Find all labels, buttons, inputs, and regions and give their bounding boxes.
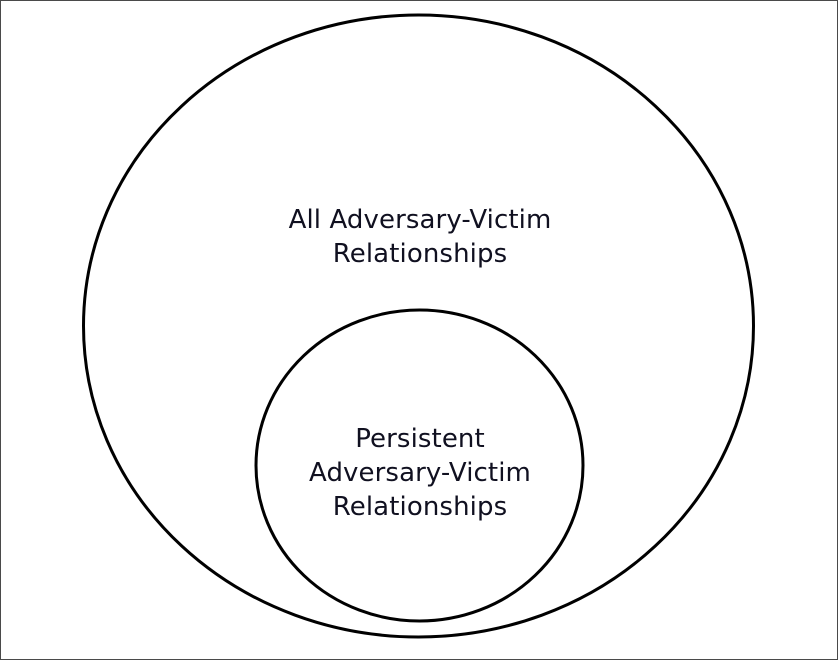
outer-set-label: All Adversary-Victim Relationships: [1, 203, 837, 271]
outer-set-label-line-1: All Adversary-Victim: [288, 205, 552, 235]
inner-set-circle[interactable]: [254, 308, 585, 623]
inner-set-label-line-1: Persistent: [355, 424, 485, 454]
outer-set-circle[interactable]: [82, 13, 755, 639]
inner-set-label-line-3: Relationships: [332, 492, 508, 522]
inner-set-label-line-2: Adversary-Victim: [309, 458, 531, 488]
outer-set-label-line-2: Relationships: [332, 239, 508, 269]
inner-set-label: Persistent Adversary-Victim Relationship…: [1, 422, 837, 524]
